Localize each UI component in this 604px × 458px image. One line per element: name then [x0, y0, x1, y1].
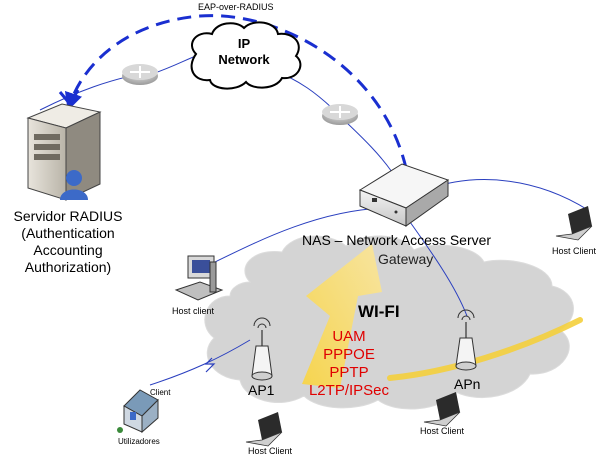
- protocol-item: UAM: [332, 328, 366, 345]
- laptop-icon: [423, 392, 461, 427]
- wifi-cloud-icon: [204, 235, 574, 410]
- host-client-label: Host client: [172, 306, 215, 316]
- host-client-label: Host Client: [420, 426, 465, 436]
- utilizadores-label: Utilizadores: [118, 437, 160, 446]
- radius-server-label: Servidor RADIUS (Authentication Accounti…: [13, 208, 123, 275]
- wifi-label: WI-FI: [358, 302, 400, 321]
- router-icon: [122, 64, 158, 85]
- protocol-item: PPPOE: [323, 346, 375, 363]
- laptop-icon: [245, 412, 283, 447]
- protocol-item: L2TP/IPSec: [308, 382, 390, 399]
- server-icon: [26, 103, 102, 201]
- wifi-signal-beam: [302, 244, 382, 388]
- client-label: Client: [150, 388, 171, 397]
- protocol-item: PPTP: [329, 364, 369, 381]
- desktop-pc-icon: [174, 255, 224, 301]
- wifi-signal-curve: [387, 317, 583, 381]
- apn-label: APn: [454, 376, 481, 392]
- user-icon: [60, 170, 88, 200]
- router-icon: [322, 104, 358, 125]
- host-client-label: Host Client: [552, 246, 597, 256]
- ip-network-label: IP Network: [218, 36, 270, 67]
- laptop-icon: [555, 206, 593, 241]
- ip-network-cloud-icon: [190, 21, 302, 90]
- house-icon: [117, 389, 159, 434]
- host-client-label: Host Client: [248, 446, 293, 456]
- nas-icon: [358, 163, 450, 227]
- eap-over-radius-label: EAP-over-RADIUS: [198, 2, 274, 12]
- nas-label: NAS – Network Access Server: [302, 232, 492, 248]
- eap-over-radius-path: [64, 14, 412, 191]
- protocol-list: UAM PPPOE PPTP L2TP/IPSec: [294, 328, 404, 400]
- gateway-label: Gateway: [378, 251, 434, 267]
- access-point-icon: [251, 317, 273, 381]
- ap1-label: AP1: [248, 382, 275, 398]
- access-point-icon: [455, 309, 477, 371]
